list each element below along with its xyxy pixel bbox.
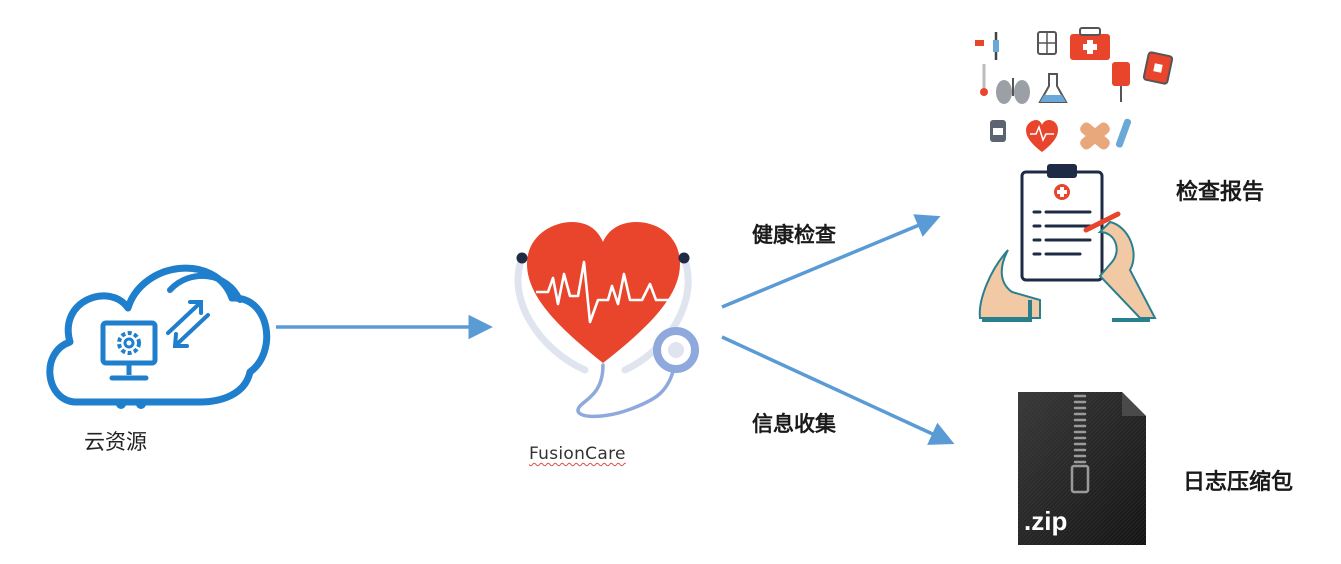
thermometer-icon	[980, 64, 988, 96]
arrow-health-check	[721, 214, 941, 309]
clipboard-small-icon	[1142, 51, 1174, 85]
lungs-icon	[996, 78, 1030, 104]
zip-text: .zip	[1024, 506, 1067, 536]
log-archive-label: 日志压缩包	[1183, 470, 1294, 495]
medical-report-icon	[975, 27, 1174, 322]
sync-arrows-icon	[166, 300, 210, 348]
iv-bag-icon	[1112, 62, 1130, 102]
flask-icon	[1038, 73, 1068, 103]
heart-stethoscope-icon	[514, 222, 699, 419]
report-label: 检查报告	[1176, 180, 1265, 205]
bandage-icon	[1080, 122, 1110, 150]
syringe-icon	[975, 32, 999, 60]
first-aid-kit-icon	[1070, 27, 1110, 60]
vial-icon	[1115, 118, 1132, 148]
fusioncare-label: FusionCare	[529, 444, 626, 464]
zip-file-icon: .zip	[1018, 392, 1146, 545]
gear-icon	[117, 331, 141, 355]
pill-box-icon	[1037, 31, 1057, 55]
cloud-icon	[46, 264, 271, 409]
zipper	[1073, 394, 1087, 464]
arrow-info-collect	[721, 335, 955, 445]
heart-small-icon	[1026, 120, 1058, 152]
cloud-resource-label: 云资源	[84, 430, 147, 454]
health-check-label: 健康检查	[752, 223, 836, 247]
medicine-bottle-icon	[990, 120, 1006, 142]
info-collect-label: 信息收集	[752, 412, 836, 436]
